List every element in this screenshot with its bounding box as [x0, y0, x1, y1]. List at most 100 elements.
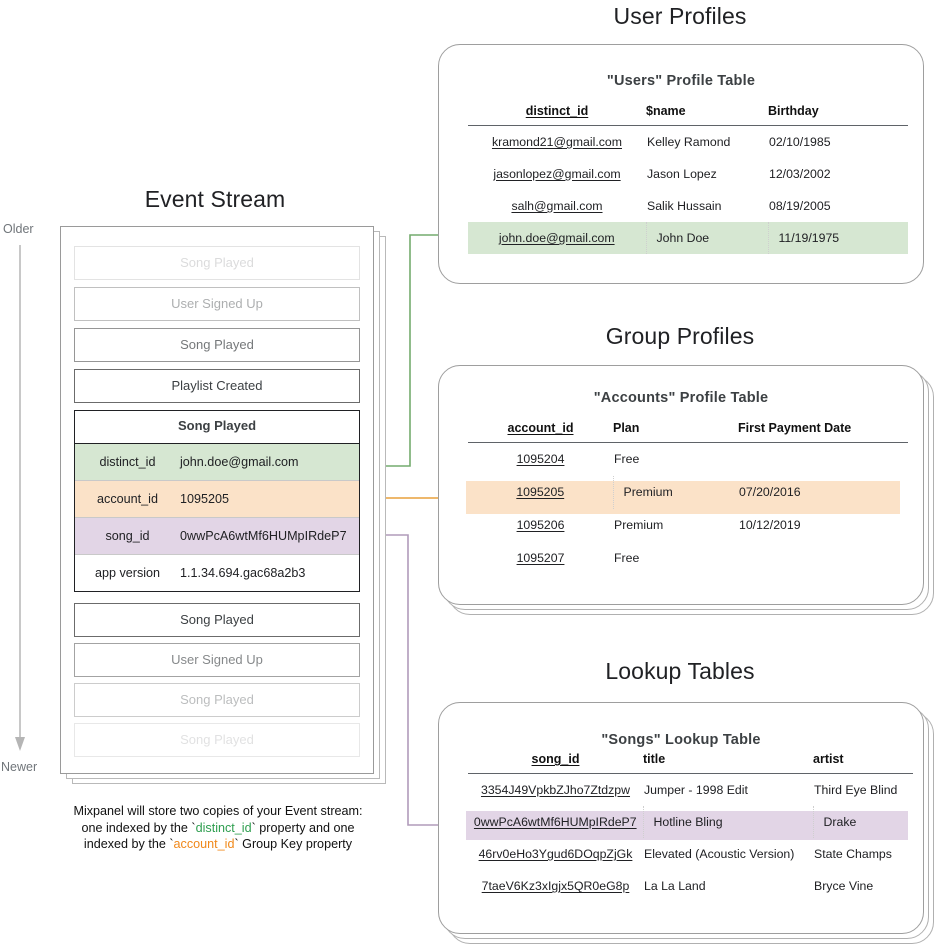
cell-title: Hotline Bling [642, 806, 813, 838]
event-stream-caption: Mixpanel will store two copies of your E… [28, 803, 408, 853]
event-label: Song Played [180, 337, 254, 352]
user-profiles-title: User Profiles [613, 3, 747, 29]
caption-line-1: Mixpanel will store two copies of your E… [73, 804, 363, 818]
users-table-wrap: distinct_id $name Birthday kramond21@gma… [468, 104, 908, 254]
column-header-song-id: song_id [468, 752, 643, 774]
lookup-tables-title: Lookup Tables [605, 658, 755, 684]
event-item[interactable]: User Signed Up [74, 287, 360, 321]
event-property-key: distinct_id [99, 455, 156, 469]
column-header-account-id: account_id [468, 421, 613, 443]
cell-account-id: 1095205 [516, 485, 565, 499]
cell-plan: Free [614, 551, 640, 565]
event-property-value: 0wwPcA6wtMf6HUMpIRdeP7 [180, 529, 347, 543]
time-axis-arrow [15, 245, 25, 751]
cell-first-payment: 07/20/2016 [739, 485, 801, 499]
cell-plan: Free [614, 452, 640, 467]
cell-title: Elevated (Acoustic Version) [644, 847, 795, 861]
cell-account-id: 1095206 [516, 518, 565, 532]
caption-line-2-suffix: ` property and one [251, 820, 355, 835]
users-table-title: "Users" Profile Table [606, 73, 756, 89]
event-property-row: distinct_id john.doe@gmail.com [75, 444, 359, 481]
event-stream-title: Event Stream [144, 186, 286, 212]
table-row-highlighted[interactable]: 0wwPcA6wtMf6HUMpIRdeP7 Hotline Bling Dra… [468, 806, 913, 838]
column-header-first-payment-date: First Payment Date [738, 421, 908, 443]
caption-distinct-id-token: distinct_id [195, 820, 252, 835]
caption-line-2: one indexed by the `distinct_id` propert… [28, 820, 408, 837]
cell-account-id: 1095204 [516, 452, 565, 467]
songs-table-title: "Songs" Lookup Table [601, 732, 761, 748]
cell-name: Kelley Ramond [647, 135, 731, 149]
accounts-table-wrap: account_id Plan First Payment Date 10952… [468, 421, 908, 575]
event-property-key: song_id [105, 529, 150, 543]
cell-first-payment [738, 443, 908, 476]
focused-event-name: Song Played [75, 411, 359, 444]
cell-distinct-id: salh@gmail.com [511, 199, 603, 213]
cell-plan: Premium [612, 475, 738, 509]
event-property-key: app version [94, 566, 161, 580]
cell-song-id: 0wwPcA6wtMf6HUMpIRdeP7 [473, 815, 637, 829]
cell-birthday: 08/19/2005 [769, 199, 831, 213]
users-table: distinct_id $name Birthday kramond21@gma… [468, 104, 908, 254]
event-label: User Signed Up [171, 296, 263, 311]
cell-title: La La Land [644, 879, 706, 893]
caption-line-3-prefix: indexed by the ` [83, 837, 174, 851]
table-row[interactable]: 1095204 Free [468, 443, 908, 476]
column-header-distinct-id: distinct_id [468, 104, 646, 126]
table-row[interactable]: 1095207 Free [468, 542, 908, 575]
cell-distinct-id: kramond21@gmail.com [491, 135, 623, 149]
event-list-after: Song Played User Signed Up Song Played S… [74, 603, 360, 763]
event-label: Playlist Created [171, 378, 263, 393]
table-row-highlighted[interactable]: john.doe@gmail.com John Doe 11/19/1975 [468, 222, 908, 254]
column-header-title: title [643, 752, 813, 774]
event-item[interactable]: User Signed Up [74, 643, 360, 677]
event-label: Song Played [180, 612, 254, 627]
event-property-value: john.doe@gmail.com [180, 455, 299, 469]
event-property-row: song_id 0wwPcA6wtMf6HUMpIRdeP7 [75, 518, 359, 555]
caption-account-id-token: account_id [173, 837, 235, 851]
cell-song-id: 7taeV6Kz3xIgjx5QR0eG8p [481, 879, 630, 893]
songs-table: song_id title artist 3354J49VpkbZJho7Ztd… [468, 752, 913, 902]
table-row[interactable]: 46rv0eHo3Ygud6DOqpZjGk Elevated (Acousti… [468, 838, 913, 870]
cell-distinct-id: jasonlopez@gmail.com [493, 167, 621, 181]
cell-name: John Doe [645, 222, 768, 254]
event-label: Song Played [180, 692, 254, 707]
table-row[interactable]: kramond21@gmail.com Kelley Ramond 02/10/… [468, 126, 908, 159]
event-item[interactable]: Song Played [74, 683, 360, 717]
table-header-row: song_id title artist [468, 752, 913, 774]
cell-song-id: 3354J49VpkbZJho7Ztdzpw [480, 783, 631, 797]
cell-artist: State Champs [814, 847, 892, 861]
cell-birthday: 11/19/1975 [767, 222, 908, 254]
cell-plan: Premium [614, 518, 664, 532]
table-row[interactable]: 3354J49VpkbZJho7Ztdzpw Jumper - 1998 Edi… [468, 774, 913, 807]
column-header-artist: artist [813, 752, 913, 774]
cell-first-payment: 10/12/2019 [739, 518, 801, 532]
table-header-row: account_id Plan First Payment Date [468, 421, 908, 443]
table-row[interactable]: jasonlopez@gmail.com Jason Lopez 12/03/2… [468, 158, 908, 190]
group-profiles-title: Group Profiles [605, 323, 755, 349]
event-list-before: Song Played User Signed Up Song Played P… [74, 246, 360, 410]
table-row[interactable]: 7taeV6Kz3xIgjx5QR0eG8p La La Land Bryce … [468, 870, 913, 902]
cell-artist: Bryce Vine [814, 879, 874, 893]
caption-line-3-suffix: ` Group Key property [234, 837, 353, 851]
cell-first-payment [738, 542, 908, 575]
table-row-highlighted[interactable]: 1095205 Premium 07/20/2016 [468, 475, 908, 509]
event-property-key: account_id [97, 492, 158, 506]
event-item[interactable]: Song Played [74, 246, 360, 280]
event-item[interactable]: Playlist Created [74, 369, 360, 403]
songs-table-wrap: song_id title artist 3354J49VpkbZJho7Ztd… [468, 752, 913, 902]
cell-artist: Drake [812, 806, 913, 838]
table-row[interactable]: salh@gmail.com Salik Hussain 08/19/2005 [468, 190, 908, 222]
event-property-value: 1.1.34.694.gac68a2b3 [180, 566, 306, 580]
caption-line-2-prefix: one indexed by the ` [81, 820, 196, 835]
event-item[interactable]: Song Played [74, 723, 360, 757]
table-row[interactable]: 1095206 Premium 10/12/2019 [468, 509, 908, 542]
table-header-row: distinct_id $name Birthday [468, 104, 908, 126]
cell-distinct-id: john.doe@gmail.com [498, 231, 615, 245]
accounts-table-title: "Accounts" Profile Table [593, 390, 769, 406]
axis-label-older: Older [3, 222, 34, 236]
focused-event-card[interactable]: Song Played distinct_id john.doe@gmail.c… [74, 410, 360, 592]
cell-song-id: 46rv0eHo3Ygud6DOqpZjGk [478, 847, 633, 861]
event-property-value: 1095205 [180, 492, 230, 506]
event-item[interactable]: Song Played [74, 603, 360, 637]
event-item[interactable]: Song Played [74, 328, 360, 362]
